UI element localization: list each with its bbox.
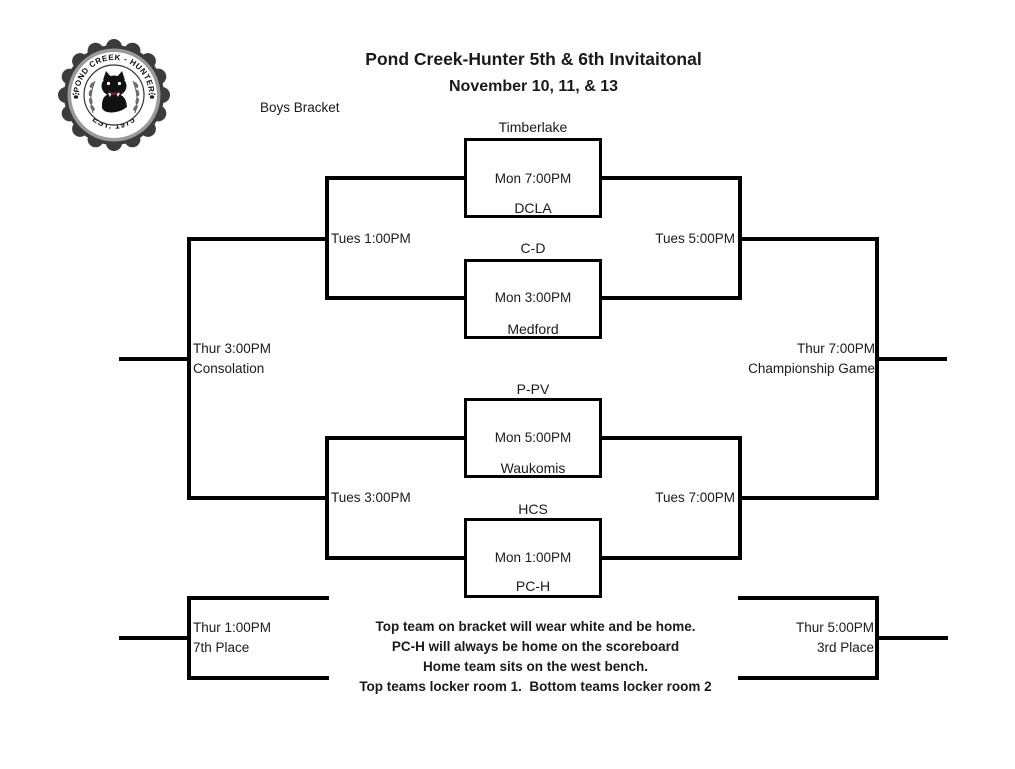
game2-bottom-team: Medford	[507, 321, 559, 337]
consolation-semi-bottom-winner-line	[187, 496, 329, 500]
panther-icon	[101, 71, 127, 113]
seventh-place-winner-line	[119, 636, 191, 640]
note-line: PC-H will always be home on the scoreboa…	[391, 639, 680, 654]
third-place-top-line	[738, 596, 879, 600]
champion-line	[875, 357, 947, 361]
consolation-semi-bottom-time: Tues 3:00PM	[331, 490, 411, 505]
note-line: Home team sits on the west bench.	[422, 659, 649, 674]
seventh-place-label: 7th Place	[193, 640, 250, 655]
seventh-place-time: Thur 1:00PM	[193, 620, 272, 635]
game4-winner-line	[600, 556, 742, 560]
winners-semi-bottom-time: Tues 7:00PM	[655, 490, 735, 505]
note-line: Top team on bracket will wear white and …	[375, 619, 696, 634]
school-seal-logo: POND CREEK - HUNTER EST. 1975	[58, 39, 170, 151]
game1-time: Mon 7:00PM	[494, 171, 572, 186]
paw-print-icon	[148, 92, 156, 99]
consolation-semi-top-winner-line	[187, 237, 329, 241]
game4-time: Mon 1:00PM	[494, 550, 572, 565]
game2-top-team: C-D	[520, 240, 546, 256]
consolation-final-connector	[187, 237, 191, 500]
paw-print-icon	[72, 92, 80, 99]
game2-time: Mon 3:00PM	[494, 290, 572, 305]
championship-game-time: Thur 7:00PM	[796, 341, 875, 356]
championship-game-label: Championship Game	[748, 361, 875, 376]
game4-bottom-team: PC-H	[515, 578, 551, 594]
game1-winner-line	[600, 176, 742, 180]
game1-loser-line	[325, 176, 467, 180]
consolation-game-time: Thur 3:00PM	[193, 341, 272, 356]
page-subtitle: November 10, 11, & 13	[449, 78, 618, 95]
game2-winner-line	[600, 296, 742, 300]
game3-loser-line	[325, 436, 467, 440]
consolation-game-label: Consolation	[193, 361, 265, 376]
laurel-branch-icon	[132, 80, 140, 114]
game3-time: Mon 5:00PM	[494, 430, 572, 445]
third-place-label: 3rd Place	[816, 640, 874, 655]
consolation-champion-line	[119, 357, 191, 361]
winners-semi-top-time: Tues 5:00PM	[655, 231, 735, 246]
seventh-place-bottom-line	[187, 676, 329, 680]
bracket-label: Boys Bracket	[260, 100, 340, 115]
championship-connector	[875, 237, 879, 500]
consolation-semi-top-time: Tues 1:00PM	[331, 231, 411, 246]
game3-top-team: P-PV	[516, 381, 550, 397]
game3-winner-line	[600, 436, 742, 440]
third-place-time: Thur 5:00PM	[795, 620, 874, 635]
page-title: Pond Creek-Hunter 5th & 6th Invitaitonal	[365, 49, 702, 69]
laurel-branch-icon	[88, 80, 96, 114]
winners-semi-bottom-winner-line	[738, 496, 879, 500]
game4-loser-line	[325, 556, 467, 560]
game1-bottom-team: DCLA	[514, 200, 552, 216]
third-place-winner-line	[875, 636, 948, 640]
winners-semi-top-winner-line	[738, 237, 879, 241]
game4-top-team: HCS	[518, 501, 548, 517]
game1-top-team: Timberlake	[498, 119, 568, 135]
note-line: Top teams locker room 1. Bottom teams lo…	[359, 679, 712, 694]
third-place-bottom-line	[738, 676, 879, 680]
game2-loser-line	[325, 296, 467, 300]
game3-bottom-team: Waukomis	[500, 460, 566, 476]
seventh-place-top-line	[187, 596, 329, 600]
